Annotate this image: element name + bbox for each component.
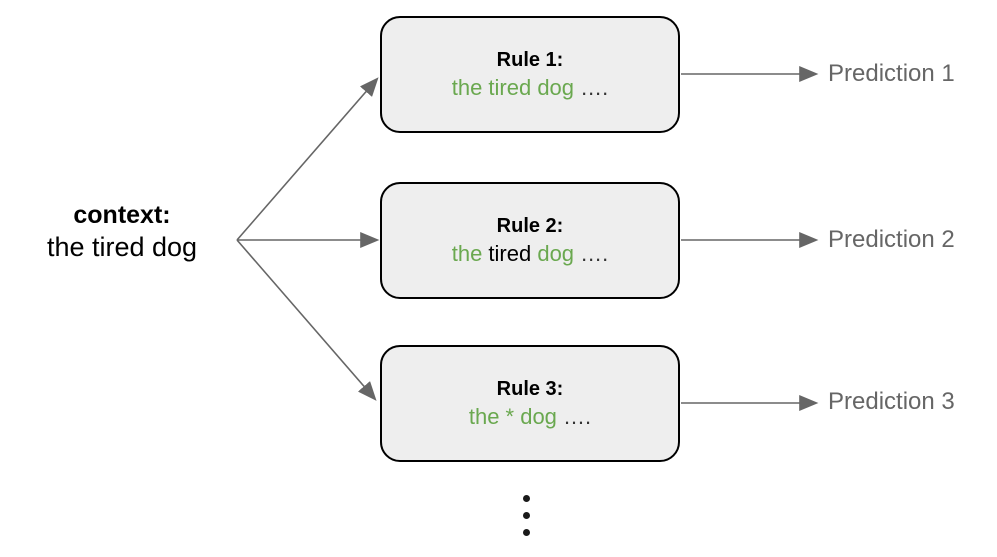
rule-1-pattern: the tired dog ….	[452, 75, 609, 101]
rule-box-2: Rule 2: the tired dog ….	[380, 182, 680, 299]
rule-box-3: Rule 3: the * dog ….	[380, 345, 680, 462]
ellipsis-dot	[523, 495, 530, 502]
rule-3-pattern: the * dog ….	[469, 404, 591, 430]
rule-2-segment: tired	[488, 240, 532, 266]
ellipsis-dot	[523, 512, 530, 519]
prediction-3-label: Prediction 3	[828, 388, 955, 415]
rule-2-segment: dog	[531, 240, 575, 266]
context-title: context:	[73, 201, 171, 229]
arrow-context-to-rule1	[236, 77, 379, 241]
rule-1-title: Rule 1:	[496, 48, 564, 71]
rule-3-segment: the * dog	[468, 403, 557, 429]
rule-2-pattern: the tired dog ….	[452, 241, 609, 267]
rule-2-title: Rule 2:	[496, 214, 564, 237]
rule-box-1: Rule 1: the tired dog ….	[380, 16, 680, 133]
rule-3-title: Rule 3:	[496, 377, 564, 400]
prediction-1-label: Prediction 1	[828, 60, 955, 87]
rule-2-segment: the	[451, 240, 489, 266]
context-node: context: the tired dog	[16, 200, 228, 265]
rule-3-segment: ….	[556, 403, 592, 429]
rule-1-segment: the tired dog	[451, 74, 575, 100]
arrow-context-to-rule3	[236, 239, 377, 401]
vertical-ellipsis-icon	[523, 495, 530, 536]
ellipsis-dot	[523, 529, 530, 536]
rule-1-segment: ….	[574, 74, 609, 100]
prediction-2-label: Prediction 2	[828, 226, 955, 253]
context-text: the tired dog	[46, 232, 198, 263]
rule-2-segment: ….	[574, 240, 609, 266]
